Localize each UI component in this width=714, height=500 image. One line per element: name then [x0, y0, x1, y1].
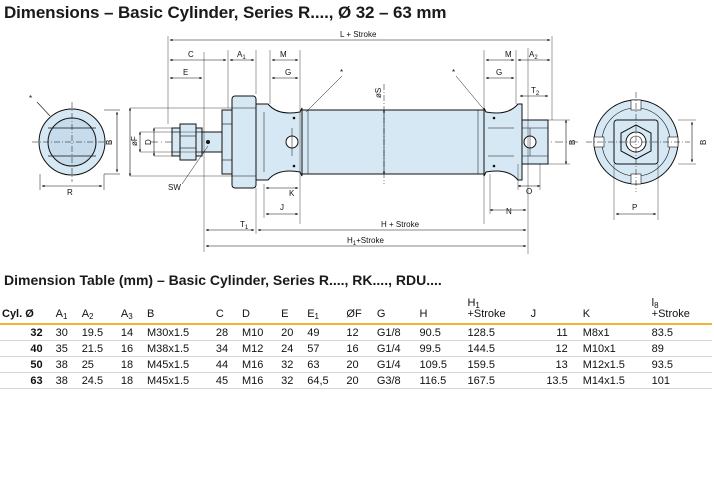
dim-label-p: P	[632, 203, 637, 212]
dim-label-n: N	[506, 207, 512, 216]
cylinder-side-view	[150, 84, 580, 189]
header-h: H	[416, 296, 465, 325]
left-end-view	[32, 101, 120, 190]
header-cyl: Cyl. Ø	[0, 296, 53, 325]
header-h1-stroke: H1+Stroke	[464, 296, 528, 325]
page-title: Dimensions – Basic Cylinder, Series R...…	[4, 3, 447, 22]
table-row: 63 38 24.5 18 M45x1.5 45 M16 32 64,5 20 …	[0, 372, 712, 389]
table-row: 40 35 21.5 16 M38x1.5 34 M12 24 57 16 G1…	[0, 340, 712, 357]
rod-nut	[179, 123, 197, 161]
header-a3: A3	[117, 296, 144, 325]
side-view-dimensions	[128, 36, 570, 254]
table-row: 50 38 25 18 M45x1.5 44 M16 32 63 20 G1/4…	[0, 356, 712, 373]
dimension-table: Cyl. Ø A1 A2 A3 B C D E E1 ØF G H H1+Str…	[0, 296, 712, 389]
dim-label-t1: T1	[240, 220, 249, 231]
header-c: C	[212, 296, 239, 325]
header-l8-stroke: l8+Stroke	[648, 296, 712, 325]
front-cover-boss	[231, 95, 257, 189]
header-d: D	[238, 296, 279, 325]
rear-cover	[483, 103, 523, 181]
header-j: J	[527, 296, 580, 325]
piston-rod	[201, 131, 223, 153]
dim-label-r: R	[67, 188, 73, 197]
front-cover	[255, 103, 303, 181]
dim-label-e: E	[183, 68, 188, 77]
dim-label-m-left: M	[280, 50, 287, 59]
dim-label-m-right: M	[505, 50, 512, 59]
star-marker-left: *	[29, 94, 32, 103]
dim-label-of: øF	[130, 136, 139, 146]
dim-label-a2: A2	[529, 50, 538, 61]
cylinder-dimension-drawing: * R B	[29, 30, 708, 254]
dim-label-h1-stroke: H1+Stroke	[347, 236, 384, 247]
dim-label-d: D	[144, 139, 153, 145]
dim-label-sw: SW	[168, 183, 181, 192]
header-g: G	[373, 296, 417, 325]
header-e1: E1	[304, 296, 344, 325]
dim-label-g-left: G	[285, 68, 291, 77]
dim-label-c: C	[188, 50, 194, 59]
dim-label-t2: T2	[531, 86, 540, 97]
header-a2: A2	[78, 296, 118, 325]
star-marker-rear: *	[452, 68, 455, 77]
right-end-view	[586, 92, 696, 220]
dim-label-b-far: B	[699, 140, 708, 145]
star-marker-front: *	[340, 68, 343, 77]
dim-label-h-stroke: H + Stroke	[381, 220, 420, 229]
front-mounting-nut	[221, 109, 233, 175]
dim-label-l-stroke: L + Stroke	[340, 30, 377, 39]
dim-label-g-right: G	[496, 68, 502, 77]
table-row: 32 30 19.5 14 M30x1.5 28 M10 20 49 12 G1…	[0, 324, 712, 341]
dim-label-b-left: B	[105, 140, 114, 145]
table-title: Dimension Table (mm) – Basic Cylinder, S…	[4, 272, 442, 288]
dim-label-os: øS	[374, 88, 383, 98]
dim-label-j: J	[280, 203, 284, 212]
dim-label-a1: A1	[237, 50, 246, 61]
header-a1: A1	[52, 296, 79, 325]
header-b: B	[143, 296, 213, 325]
cylinder-tube	[301, 109, 485, 175]
header-e: E	[278, 296, 305, 325]
table-header-row: Cyl. Ø A1 A2 A3 B C D E E1 ØF G H H1+Str…	[0, 296, 712, 325]
dim-label-o: O	[526, 187, 532, 196]
dim-label-k: K	[289, 189, 295, 198]
header-of: ØF	[343, 296, 374, 325]
header-k: K	[579, 296, 649, 325]
dim-label-b-right: B	[568, 140, 577, 145]
